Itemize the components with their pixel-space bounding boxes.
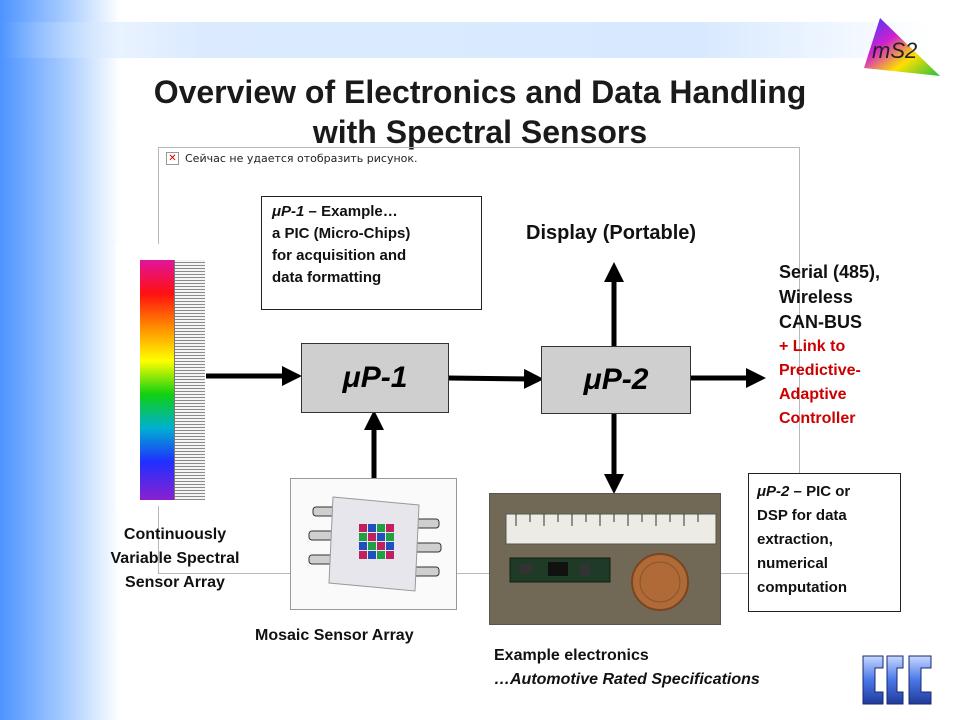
serial-output-labels: Serial (485), Wireless CAN-BUS + Link to… [779, 260, 880, 431]
mosaic-sensor-photo [290, 478, 457, 610]
up2-desc-line5: computation [757, 579, 847, 596]
ms2-logo [862, 16, 942, 78]
up2-description-box: μP-2 – PIC or DSP for data extraction, n… [748, 473, 901, 612]
link-line2: Predictive- [779, 362, 861, 379]
up2-desc-line3: extraction, [757, 531, 833, 548]
broken-image-text: Сейчас не удается отобразить рисунок. [185, 152, 418, 165]
up2-desc-line2: DSP for data [757, 507, 847, 524]
link-line4: Controller [779, 410, 856, 427]
up2-processor-block: μP-2 [541, 346, 691, 414]
up2-desc-prefix: μP-2 [757, 483, 790, 500]
up1-desc-line4: data formatting [272, 269, 382, 286]
background-gradient-top [0, 22, 960, 58]
example-electronics-photo [489, 493, 721, 625]
background-gradient-left [0, 0, 120, 720]
electronics-caption-line1: Example electronics [494, 647, 649, 664]
up1-desc-line3: for acquisition and [272, 247, 407, 264]
up2-processor-label: μP-2 [583, 363, 649, 396]
sensor-caption-line2: Variable Spectral [110, 550, 240, 567]
link-line1: + Link to [779, 338, 846, 355]
c3-logo [857, 650, 937, 710]
up1-desc-line2: a PIC (Micro-Chips) [272, 225, 411, 242]
slide-title: Overview of Electronics and Data Handlin… [60, 72, 900, 152]
broken-image-icon: ✕ [166, 152, 179, 165]
up1-desc-prefix: μP-1 [272, 203, 305, 220]
up1-processor-label: μP-1 [342, 361, 408, 394]
electronics-caption-line2: …Automotive Rated Specifications [494, 671, 760, 688]
arrow-up1-to-up2 [447, 368, 544, 389]
electronics-illustration [490, 494, 720, 624]
title-line-2: with Spectral Sensors [312, 114, 648, 150]
serial-line1: Serial (485), [779, 262, 881, 282]
mosaic-chip-illustration [308, 496, 442, 592]
spectral-sensor-caption: Continuously Variable Spectral Sensor Ar… [70, 523, 280, 595]
up2-desc-suffix: – PIC or [789, 483, 851, 500]
up1-desc-suffix: – Example… [304, 203, 398, 220]
spectrum-bar [140, 260, 174, 500]
up2-desc-line4: numerical [757, 555, 828, 572]
mosaic-sensor-caption: Mosaic Sensor Array [255, 627, 414, 644]
serial-line2: Wireless [779, 287, 853, 307]
sensor-stripes [174, 260, 205, 500]
link-line3: Adaptive [779, 386, 847, 403]
broken-image-notice: ✕ Сейчас не удается отобразить рисунок. [166, 152, 418, 165]
up2-desc-line1: μP-2 – PIC or [757, 480, 892, 504]
ms2-logo-text: mS2 [872, 38, 918, 63]
title-line-1: Overview of Electronics and Data Handlin… [153, 74, 807, 110]
electronics-caption: Example electronics …Automotive Rated Sp… [494, 644, 760, 692]
up1-desc-line1: μP-1 – Example… [272, 201, 471, 223]
controller-link-text: + Link to Predictive- Adaptive Controlle… [779, 335, 880, 431]
up1-description-box: μP-1 – Example… a PIC (Micro-Chips) for … [261, 196, 482, 310]
display-label: Display (Portable) [526, 222, 697, 244]
serial-line3: CAN-BUS [779, 312, 862, 332]
sensor-caption-line3: Sensor Array [125, 574, 225, 591]
sensor-caption-line1: Continuously [123, 526, 227, 543]
up1-processor-block: μP-1 [301, 343, 449, 413]
